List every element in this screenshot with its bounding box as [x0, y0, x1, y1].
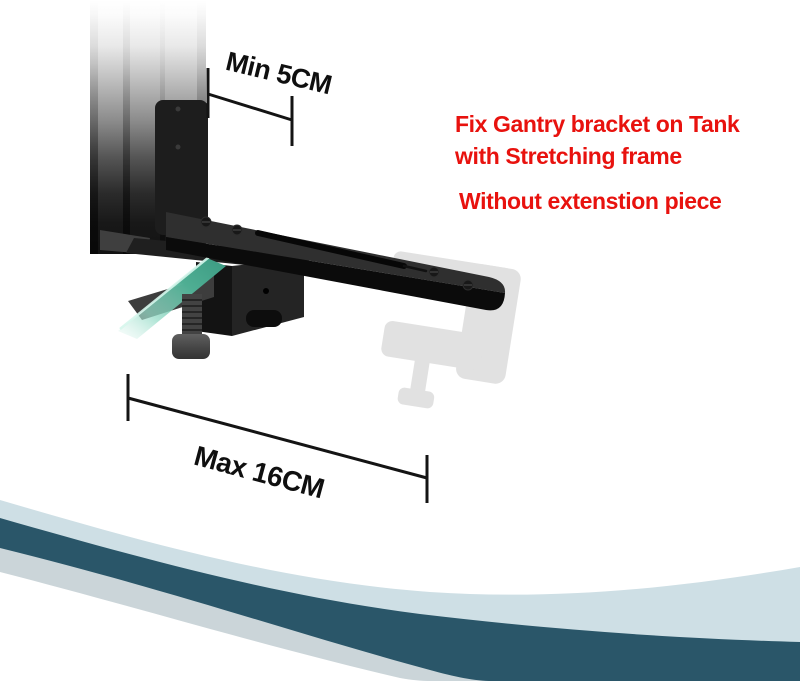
plate-screw: [175, 106, 181, 112]
clamp-foot: [246, 310, 282, 327]
min-span-line: [207, 92, 293, 122]
glass-edge-highlight: [119, 256, 210, 330]
decorative-waves: [0, 500, 800, 681]
bracket-plate: [155, 100, 208, 235]
arm-slot: [255, 230, 407, 269]
ghost-clamp-knob: [397, 387, 435, 409]
max-span-line: [127, 396, 428, 480]
bracket-arm: [166, 212, 506, 311]
subheading: Without extenstion piece: [459, 188, 722, 214]
clamp-side-screw: [263, 288, 269, 294]
clamp-knob: [172, 334, 210, 359]
ghost-clamp-screw: [409, 355, 430, 397]
bolt-threads: [182, 299, 202, 331]
arm-front-face: [166, 237, 505, 311]
ghost-clamp-jaw: [381, 320, 484, 370]
plate-screw: [175, 144, 181, 150]
heading-line-1: Fix Gantry bracket on Tank: [455, 111, 740, 137]
min-measurement-line: [206, 68, 294, 146]
heading-line-2: with Stretching frame: [455, 143, 682, 169]
max-measurement-line: [126, 374, 429, 503]
clamp-bolt: [172, 294, 210, 359]
wave-white-cover: [0, 572, 432, 681]
glass-pane: [118, 256, 226, 339]
